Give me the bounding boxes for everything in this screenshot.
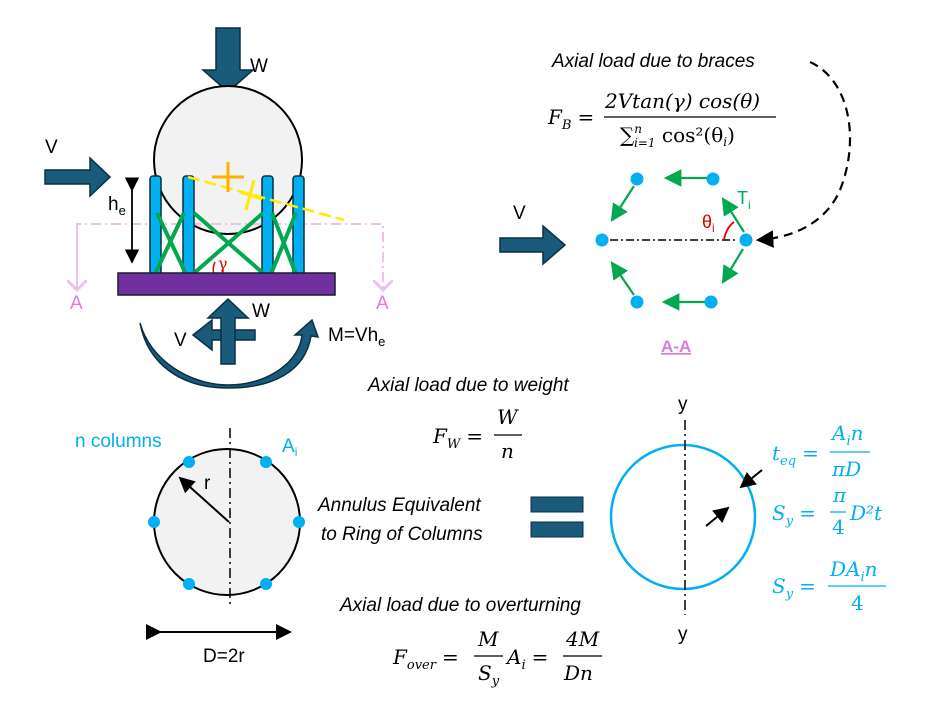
- column-dot: [260, 578, 272, 590]
- braces-section: Axial load due to braces FB= 2Vtan(γ) co…: [499, 51, 852, 356]
- braces-formula-lhs: FB=: [547, 105, 594, 133]
- foundation-base: [117, 272, 336, 296]
- overturning-mult: Ai=: [505, 645, 548, 673]
- braces: [153, 211, 298, 276]
- section-lateral-load-arrow: [499, 224, 567, 266]
- overturning-frac2-den: Dn: [563, 661, 593, 685]
- column-dot: [630, 172, 644, 186]
- column-dot: [260, 456, 272, 468]
- centroid-marker: [239, 179, 263, 211]
- sphere-tank: [153, 85, 303, 235]
- column-area-label: Ai: [282, 436, 297, 459]
- overturning-formula: Axial load due to overturning Fover= M S…: [339, 595, 602, 689]
- tension-label: Ti: [737, 188, 751, 212]
- reference-dashed-arrow: [755, 60, 852, 248]
- section-lateral-load-label: V: [513, 203, 526, 224]
- section-label-right: A: [376, 293, 389, 314]
- elevation-view: W A A γ V he: [44, 27, 389, 389]
- plan-columns: [148, 456, 305, 590]
- weight-formula-lhs: FW=: [432, 424, 483, 452]
- effective-height-label: he: [108, 194, 126, 218]
- annulus-circle: [609, 443, 757, 591]
- axis-label-top: y: [678, 394, 688, 415]
- section-modulus-formula-2-num: DAin: [829, 557, 878, 585]
- column-dot: [183, 578, 195, 590]
- radius-label: r: [204, 473, 211, 494]
- equivalence-bar-top: [530, 496, 584, 513]
- section-modulus-formula-2-den: 4: [851, 591, 864, 615]
- overturning-frac1-den: Sy: [478, 661, 500, 689]
- thickness-arrow-inner: [705, 506, 730, 527]
- column-dot: [706, 172, 720, 186]
- columns: [149, 175, 305, 277]
- braces-caption: Axial load due to braces: [551, 51, 755, 72]
- annulus-equivalent: Annulus Equivalent to Ring of Columns y …: [317, 394, 886, 645]
- annulus-caption-line2: to Ring of Columns: [321, 524, 483, 545]
- overturning-frac1-num: M: [477, 627, 499, 651]
- plan-circle: [153, 448, 301, 596]
- thickness-arrow-outer: [739, 469, 763, 489]
- theta-angle-arc: [723, 221, 735, 241]
- column-dot: [739, 233, 753, 247]
- section-title: A-A: [661, 337, 691, 356]
- overturning-formula-lhs: Fover=: [392, 645, 459, 673]
- moment-label: M=Vhe: [328, 325, 385, 349]
- weight-formula-denominator: n: [501, 439, 514, 463]
- vertical-reaction-arrow: [206, 297, 250, 365]
- teq-formula-lhs: teq=: [772, 441, 819, 469]
- axis-label-bottom: y: [678, 624, 688, 645]
- column: [292, 175, 305, 277]
- section-modulus-formula-1-num: π: [832, 483, 847, 507]
- equivalence-bar-bottom: [530, 521, 584, 538]
- teq-formula-numerator: Ain: [830, 421, 864, 449]
- lateral-load-label: V: [45, 137, 58, 158]
- column: [261, 175, 274, 277]
- weight-caption: Axial load due to weight: [367, 375, 569, 396]
- theta-label: θi: [702, 212, 715, 235]
- plan-view: n columns r Ai D=2r: [75, 428, 305, 667]
- section-modulus-formula-1-den: 4: [832, 515, 845, 539]
- overturning-frac2-num: 4M: [565, 627, 600, 651]
- weight-load-label: W: [250, 56, 268, 77]
- section-modulus-formula-1-rest: D²t: [849, 501, 883, 525]
- section-modulus-formula-1-lhs: Sy=: [772, 501, 816, 529]
- column-dot: [630, 295, 644, 309]
- radius-arrow: [178, 476, 230, 523]
- brace-forces: [610, 169, 745, 311]
- diameter-label: D=2r: [203, 646, 245, 667]
- annulus-caption-line1: Annulus Equivalent: [317, 495, 481, 516]
- center-of-mass-line: [187, 175, 345, 222]
- section-modulus-formula-2-lhs: Sy=: [772, 574, 816, 602]
- lateral-load-arrow: [44, 156, 112, 198]
- vertical-reaction-label: W: [252, 301, 270, 322]
- braces-formula-numerator: 2Vtan(γ) cos(θ): [604, 89, 760, 113]
- column-dot: [595, 233, 609, 247]
- gamma-angle-arc: [212, 261, 216, 275]
- column-dot: [183, 456, 195, 468]
- n-columns-label: n columns: [75, 431, 162, 452]
- column: [182, 175, 195, 277]
- column-dot: [148, 516, 160, 528]
- horizontal-reaction-label: V: [174, 330, 187, 351]
- weight-formula: Axial load due to weight FW= W n: [367, 375, 569, 463]
- moment-reaction-arrow: [139, 318, 320, 389]
- section-cut-line: [76, 223, 383, 290]
- overturning-caption: Axial load due to overturning: [339, 595, 581, 616]
- gamma-label: γ: [218, 254, 228, 273]
- section-columns: [595, 172, 753, 309]
- column-dot: [704, 295, 718, 309]
- center-of-gravity-marker: [212, 162, 244, 192]
- weight-formula-numerator: W: [497, 405, 519, 429]
- section-label-left: A: [70, 293, 83, 314]
- weight-load-arrow: [201, 27, 255, 93]
- column-dot: [293, 516, 305, 528]
- teq-formula-denominator: πD: [831, 457, 861, 481]
